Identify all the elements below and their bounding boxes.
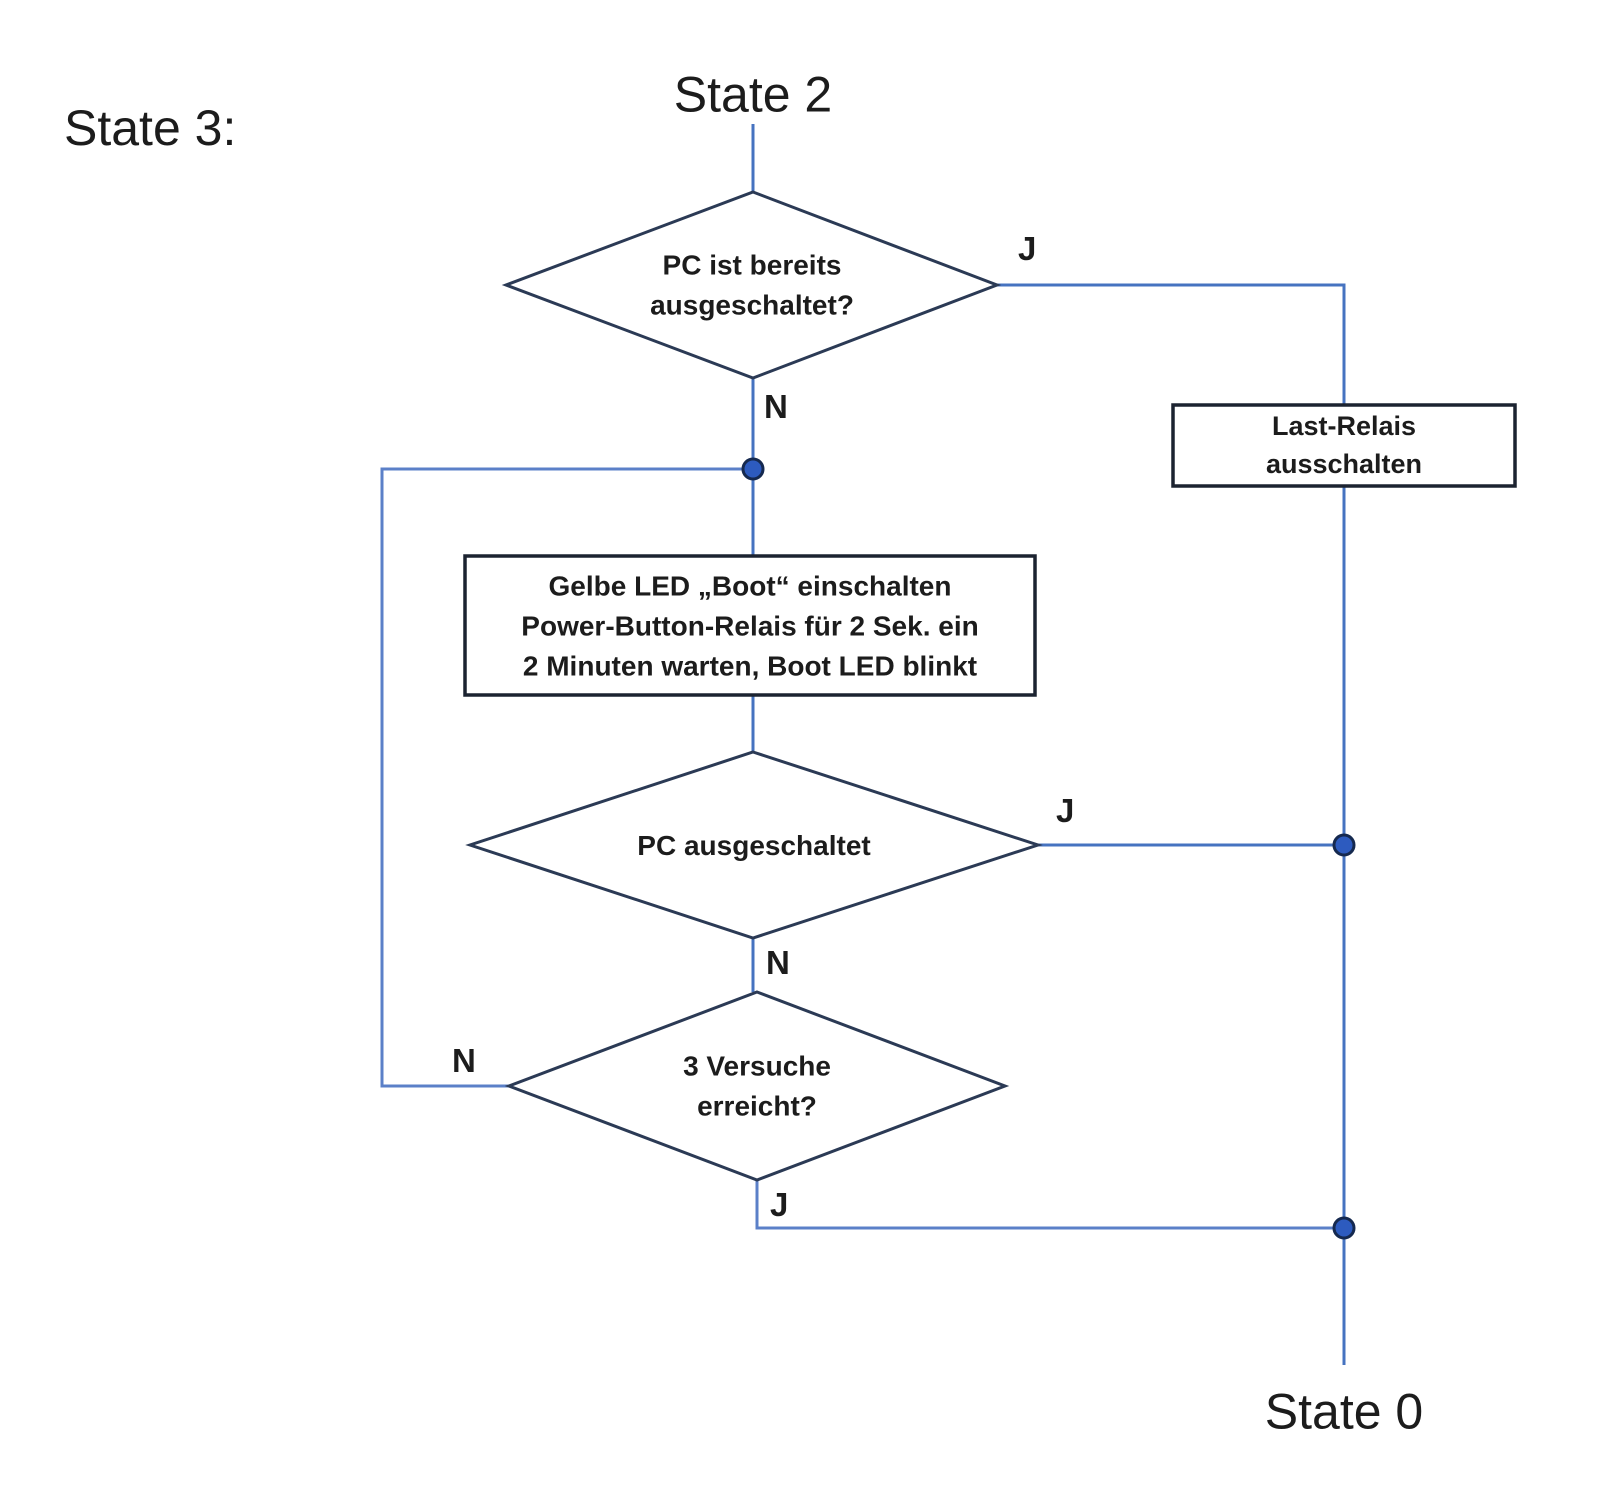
state0-label: State 0 — [1264, 1383, 1424, 1440]
junction-dot-2 — [1332, 833, 1356, 857]
state2-label: State 2 — [673, 66, 833, 123]
decision3-text: 3 Versuche erreicht? — [683, 1046, 831, 1126]
decision3-shape — [504, 990, 1010, 1182]
branch-label-d3-no: N — [452, 1042, 476, 1079]
process-lastrelais-line2: ausschalten — [1265, 449, 1423, 479]
process-lastrelais-shape — [1171, 403, 1517, 488]
decision3-line2: erreicht? — [697, 1090, 817, 1121]
junction-dot-3 — [1332, 1216, 1356, 1240]
branch-yes-path-decision3 — [755, 1180, 1344, 1230]
junction-dot-1 — [741, 457, 765, 481]
decision1-shape — [501, 190, 1002, 380]
process-boot-shape — [463, 554, 1037, 697]
branch-yes-path-decision1 — [997, 283, 1346, 405]
branch-label-d2-yes: J — [1056, 792, 1075, 829]
branch-label-d1-no: N — [764, 388, 788, 425]
process-lastrelais-line1: Last-Relais — [1271, 411, 1417, 442]
process-boot-line2: Power-Button-Relais für 2 Sek. ein — [521, 610, 979, 642]
decision2-shape — [465, 750, 1043, 940]
branch-label-d1-yes: J — [1018, 230, 1037, 267]
process-lastrelais-text: Last-Relais ausschalten — [1266, 408, 1422, 484]
decision1-text: PC ist bereits ausgeschaltet? — [650, 245, 854, 325]
branch-label-d3-yes: J — [770, 1186, 789, 1223]
branch-label-d2-no: N — [766, 944, 790, 981]
process-boot-text: Gelbe LED „Boot“ einschalten Power-Butto… — [521, 566, 978, 685]
process-boot-line1: Gelbe LED „Boot“ einschalten — [548, 570, 952, 602]
state3-label: State 3: — [64, 100, 237, 156]
decision3-line1: 3 Versuche — [683, 1050, 831, 1082]
decision1-line1: PC ist bereits — [662, 249, 842, 281]
process-boot-line3: 2 Minuten warten, Boot LED blinkt — [522, 649, 978, 681]
decision2-text: PC ausgeschaltet — [637, 826, 870, 866]
decision2-line1: PC ausgeschaltet — [637, 830, 871, 862]
decision1-line2: ausgeschaltet? — [650, 289, 854, 320]
loopback-path — [380, 467, 753, 1088]
